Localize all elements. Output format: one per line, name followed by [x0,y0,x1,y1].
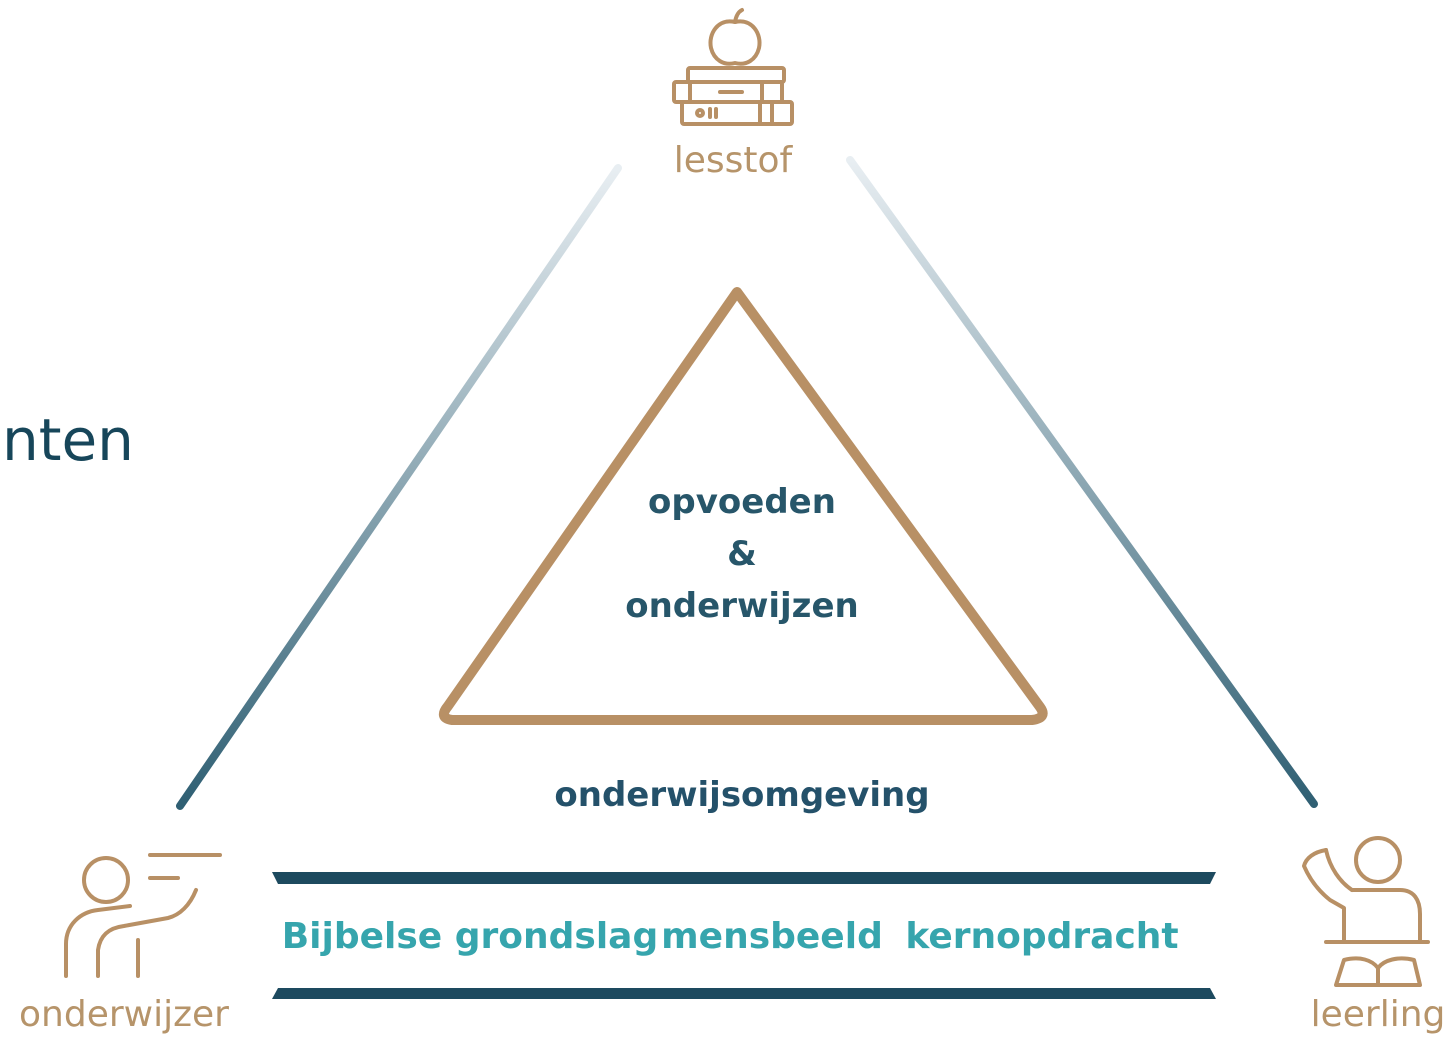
foundation-top-line [272,872,1216,884]
inner-triangle [438,287,1048,725]
teacher-icon [64,853,222,978]
foundation-item-bijbelse-grondslag: Bijbelse grondslag [282,916,659,957]
foundation-bottom-line [272,988,1216,999]
corner-label-onderwijzer: onderwijzer [19,994,229,1035]
corner-label-lesstof: lesstof [674,140,794,181]
books-apple-icon [672,8,794,126]
outer-triangle-right-side [846,156,1318,808]
environment-label: onderwijsomgeving [554,775,929,815]
center-text-line1: opvoeden [648,482,836,522]
foundation-item-kernopdracht: kernopdracht [905,916,1178,957]
corner-label-leerling: leerling [1311,994,1446,1035]
student-icon [1302,836,1430,987]
foundation-item-mensbeeld: mensbeeld [661,916,883,957]
outer-triangle-left-side [176,164,622,810]
center-text-line3: onderwijzen [625,586,859,626]
cropped-title-fragment: nten [2,406,134,474]
center-text-line2: & [727,534,757,574]
